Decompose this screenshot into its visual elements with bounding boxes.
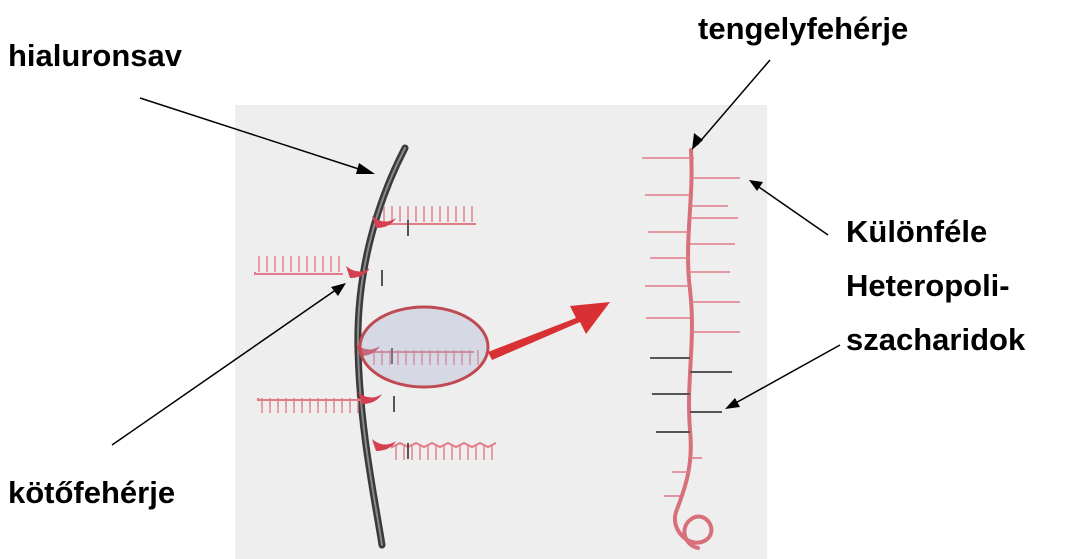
- label-kotofeherje: kötőfehérje: [8, 475, 175, 510]
- label-hialuronsav: hialuronsav: [8, 38, 183, 73]
- zoom-ellipse: [360, 307, 488, 387]
- label-szacharidok: szacharidok: [846, 322, 1026, 357]
- label-heteropoli: Heteropoli-: [846, 268, 1010, 303]
- illustration-panel: [235, 105, 767, 559]
- label-tengelyfeherje: tengelyfehérje: [698, 11, 908, 46]
- label-kulonfele: Különféle: [846, 214, 987, 249]
